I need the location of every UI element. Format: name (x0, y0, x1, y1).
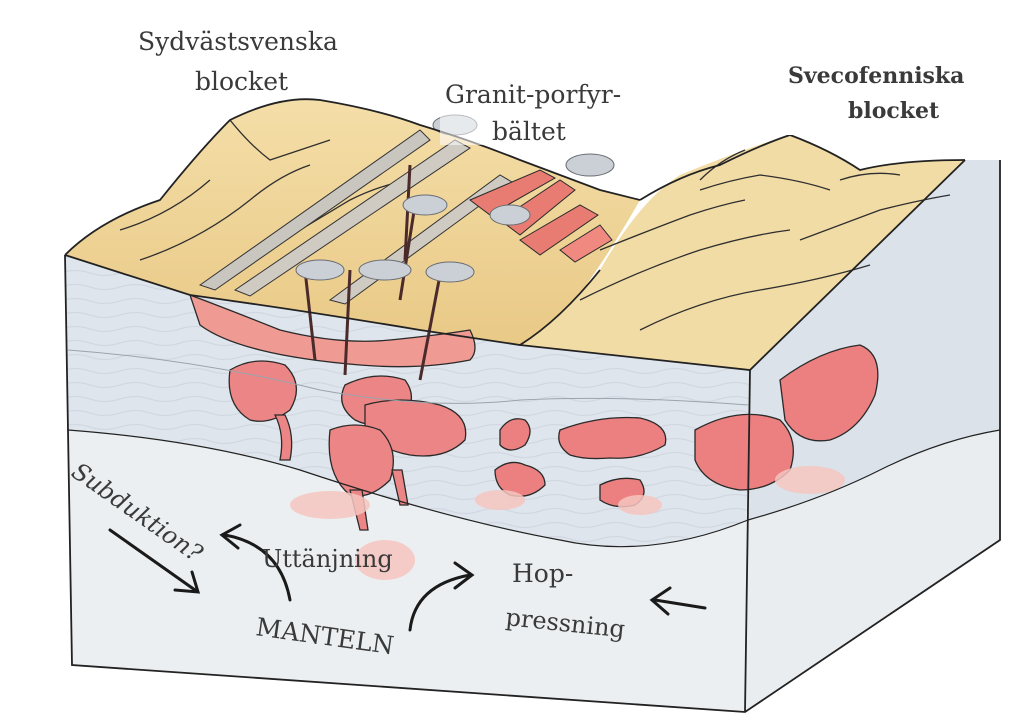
label-sydvastsvenska-line2: blocket (195, 67, 288, 96)
label-svecofenniska-line2: blocket (848, 98, 940, 124)
label-sydvastsvenska-line1: Sydvästsvenska (138, 27, 338, 56)
label-uttanjning: Uttänjning (262, 545, 393, 573)
label-hop-line1: Hop- (512, 559, 573, 588)
label-svecofenniska-line1: Svecofenniska (788, 63, 964, 89)
label-granit-line2: bältet (492, 117, 566, 146)
label-granit-line1: Granit-porfyr- (445, 80, 621, 109)
